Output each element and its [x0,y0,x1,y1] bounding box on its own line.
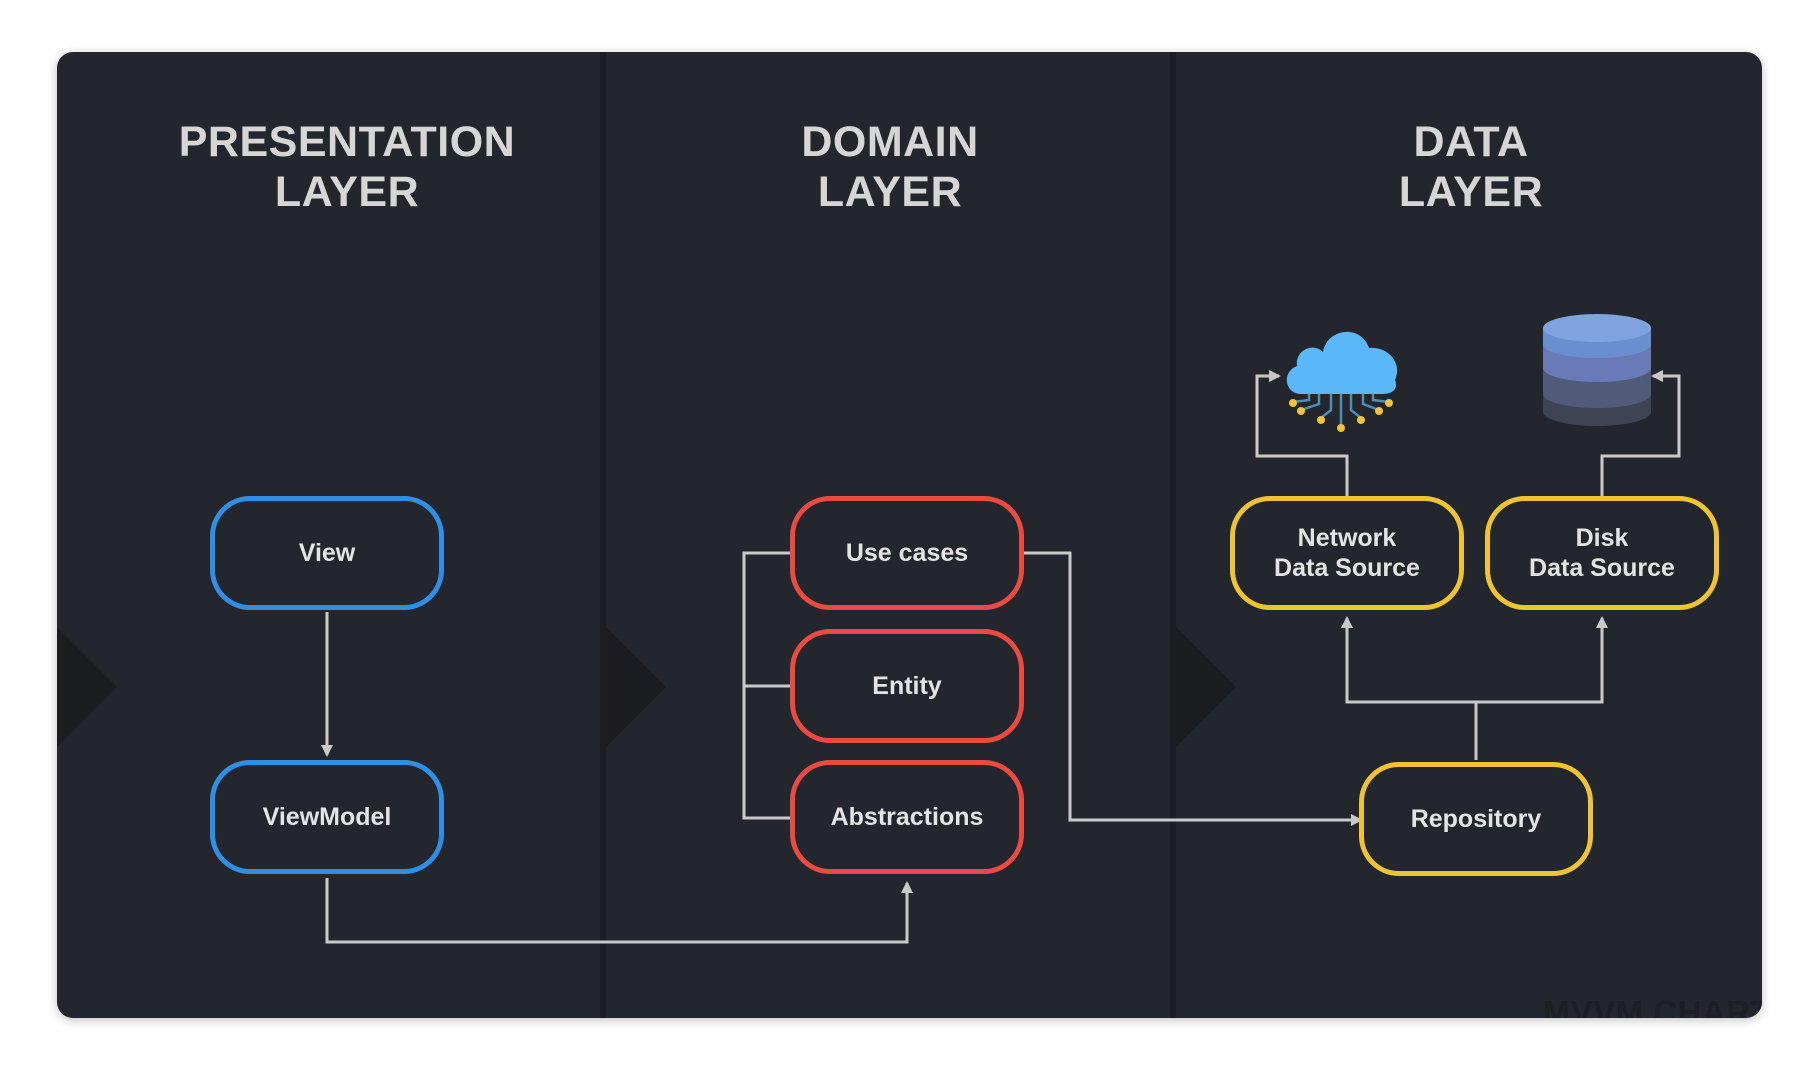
presentation-title-line1: PRESENTATION [178,118,516,166]
domain-title-line2: LAYER [817,168,963,216]
network-data-source-node[interactable]: Network Data Source [1230,496,1464,610]
entity-label: Entity [872,672,942,700]
data-title-line1: DATA [1413,118,1529,166]
presentation-layer-title: PRESENTATION LAYER [97,117,597,217]
cloud-network-icon [1286,331,1398,432]
data-title-line2: LAYER [1398,168,1544,216]
arrow-repository-to-network [1341,616,1478,760]
abstractions-label: Abstractions [830,803,984,831]
chevron-arrow-data [1176,627,1236,747]
arrow-disk-to-database [1600,370,1681,496]
repository-node[interactable]: Repository [1359,762,1593,876]
network-label-line2: Data Source [1274,554,1420,582]
presentation-title-line2: LAYER [274,168,420,216]
watermark-text: MVVM CHART [1542,994,1762,1018]
viewmodel-node[interactable]: ViewModel [210,760,444,874]
database-icon [1543,314,1651,426]
data-layer-title: DATA LAYER [1221,117,1721,217]
arrow-usecases-to-repository [1024,551,1363,826]
chevron-arrow-presentation [57,627,117,747]
viewmodel-label: ViewModel [262,803,392,831]
network-label-line1: Network [1297,524,1397,552]
view-node[interactable]: View [210,496,444,610]
divider-presentation-domain [600,52,606,1018]
domain-title-line1: DOMAIN [801,118,979,166]
chevron-arrow-domain [606,627,666,747]
disk-data-source-node[interactable]: Disk Data Source [1485,496,1719,610]
disk-label-line1: Disk [1575,524,1629,552]
abstractions-node[interactable]: Abstractions [790,760,1024,874]
arrow-viewmodel-to-abstractions [325,878,913,944]
domain-layer-title: DOMAIN LAYER [640,117,1140,217]
connector-lines [321,370,1681,944]
entity-node[interactable]: Entity [790,629,1024,743]
arrow-network-to-cloud [1255,370,1349,496]
use-cases-node[interactable]: Use cases [790,496,1024,610]
domain-grouping-bracket [742,551,792,820]
disk-label-line2: Data Source [1529,554,1675,582]
view-label: View [298,539,356,567]
divider-domain-data [1170,52,1176,1018]
arrow-repository-to-disk [1476,616,1608,704]
diagram-panel: PRESENTATION LAYER DOMAIN LAYER DATA LAY… [57,52,1762,1018]
repository-label: Repository [1410,805,1542,833]
use-cases-label: Use cases [845,539,969,567]
